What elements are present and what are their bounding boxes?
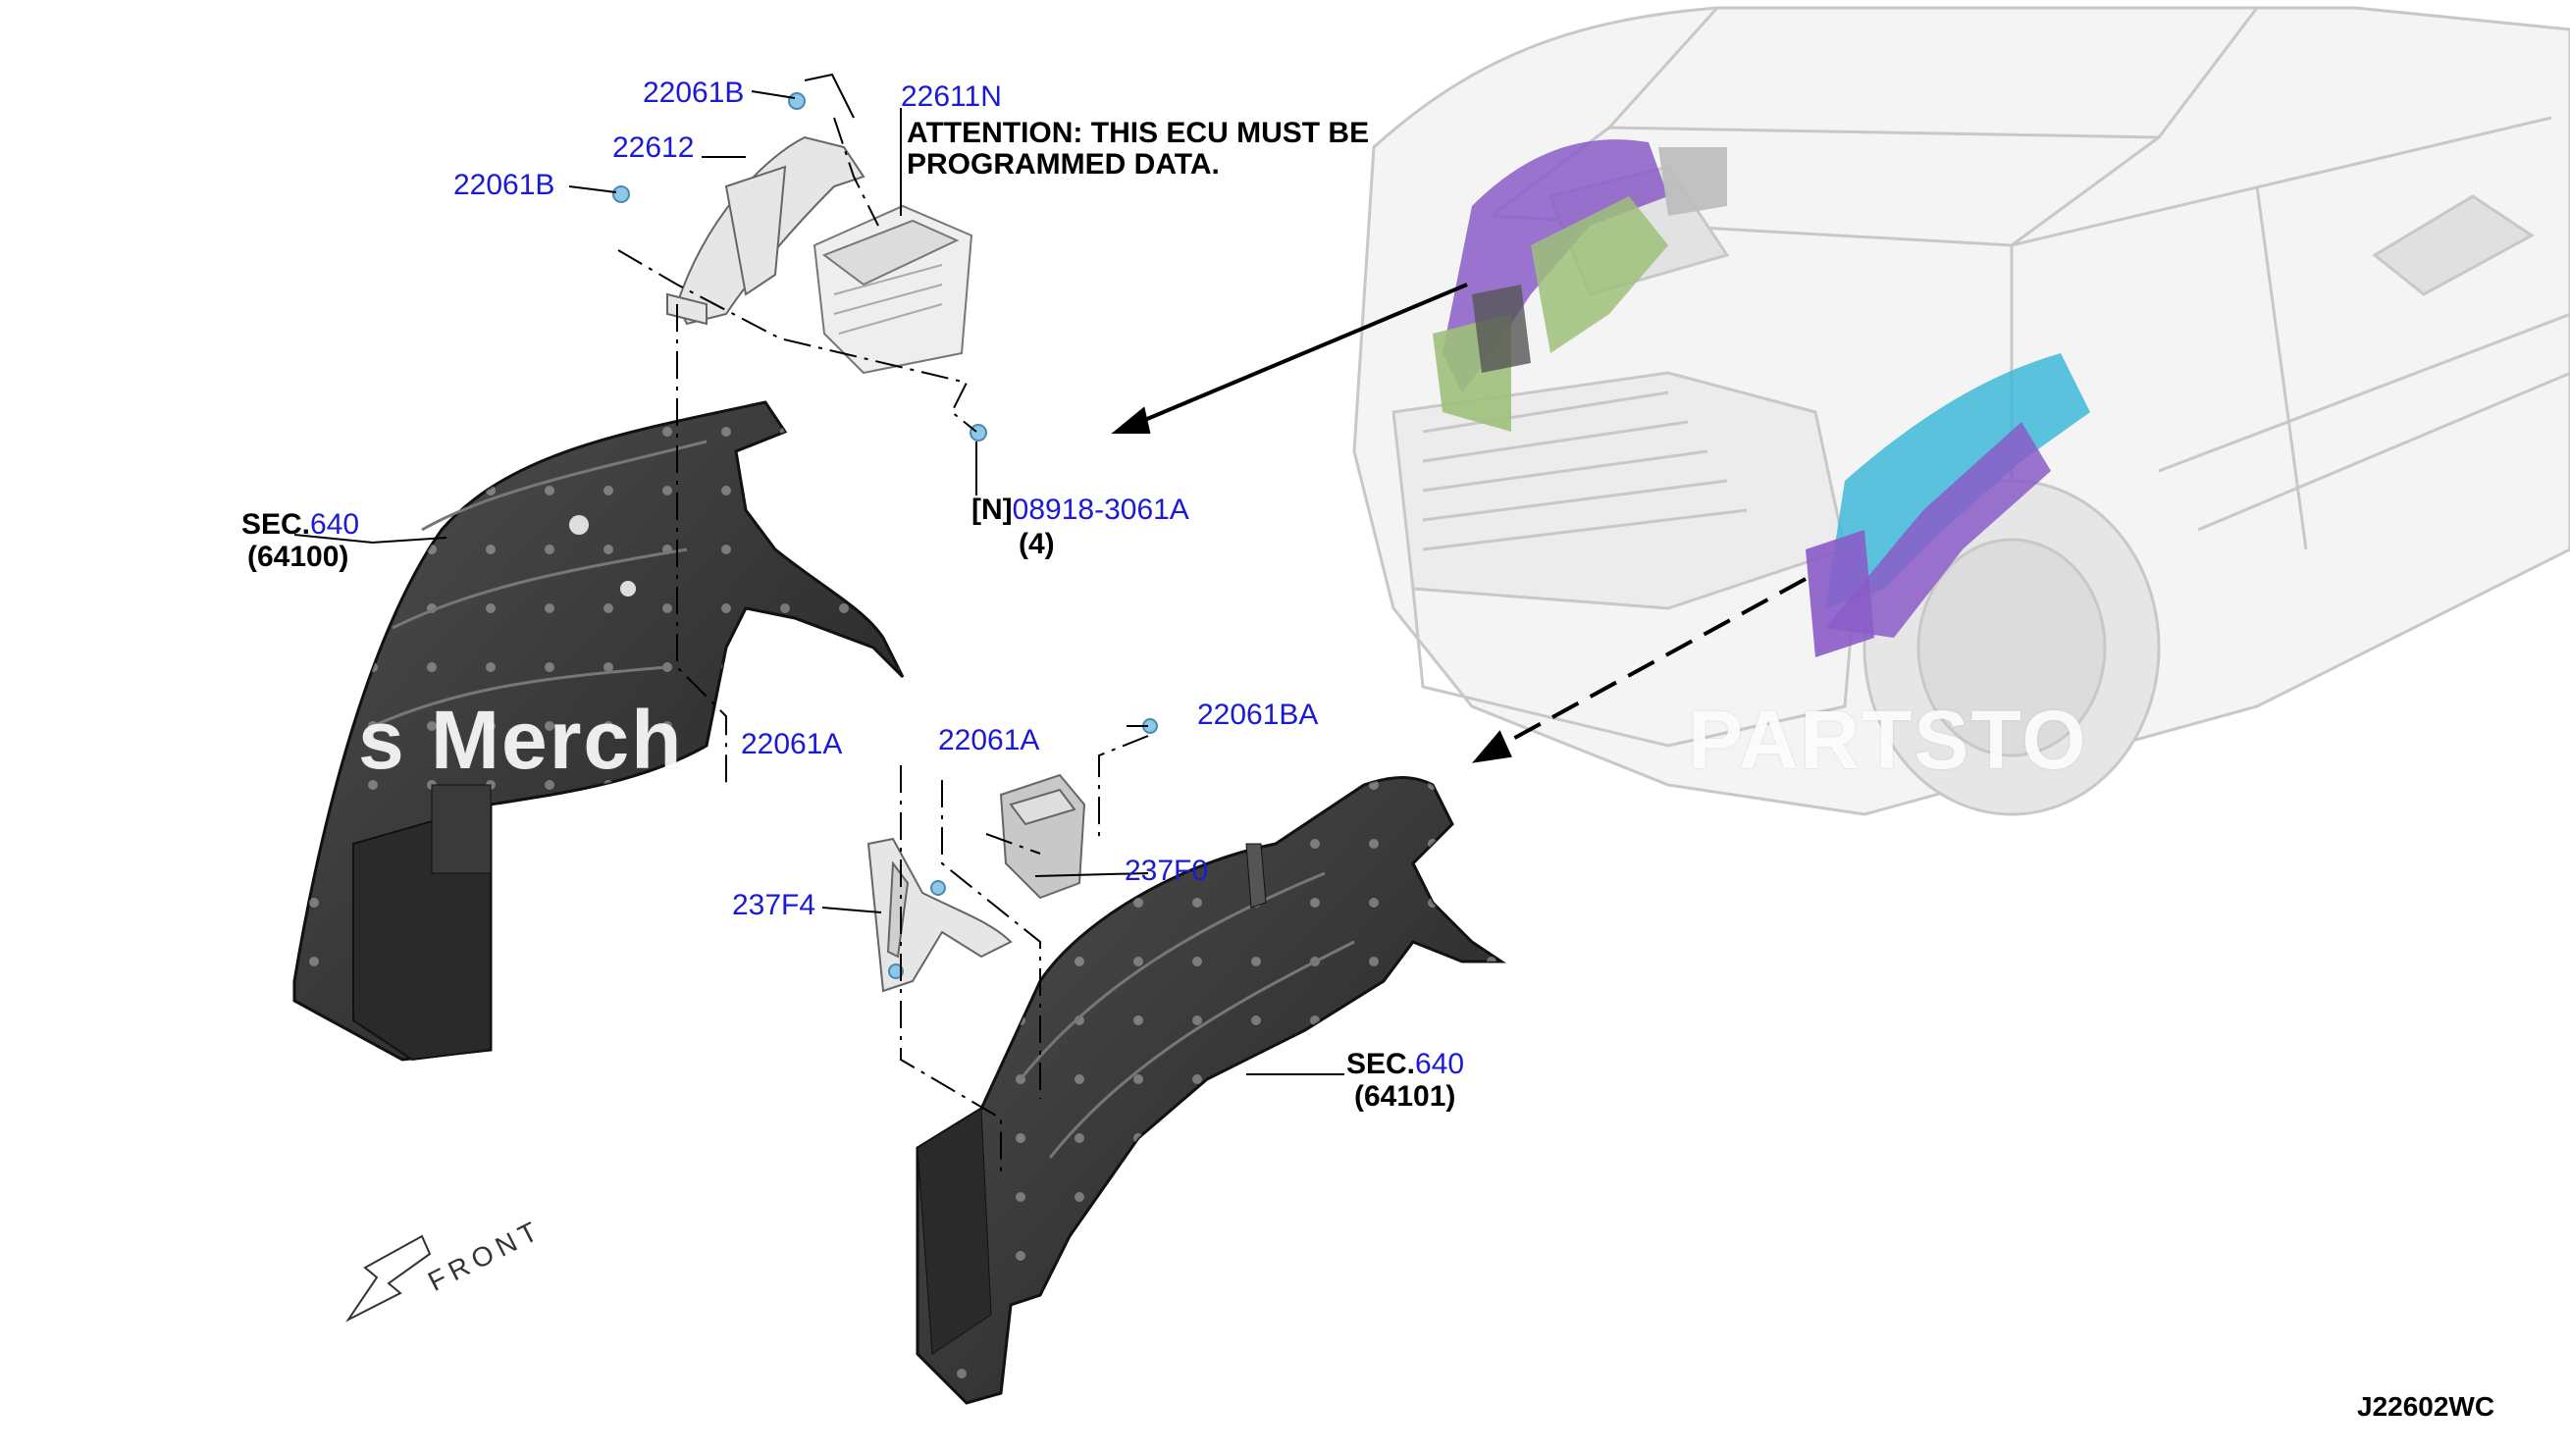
callout-arrow-lower	[1472, 577, 1807, 763]
sec-prefix-left: SEC.	[241, 508, 311, 541]
label-22061a-2: 22061A	[938, 724, 1040, 756]
diagram-code: J22602WC	[2357, 1391, 2495, 1422]
label-22612: 22612	[612, 131, 695, 164]
label-22061ba: 22061BA	[1197, 699, 1319, 731]
label-08918-number: 08918-3061A	[1012, 494, 1189, 526]
vehicle-highlight-right-apron	[1806, 353, 2090, 657]
label-237f0: 237F0	[1125, 855, 1209, 887]
label-237f4: 237F4	[732, 889, 816, 921]
fasteners-lower	[888, 718, 1158, 979]
dash-lines	[617, 117, 1149, 1177]
label-08918-3061a: [N]08918-3061A	[971, 495, 1189, 525]
label-sec-640-left: SEC.640	[241, 510, 359, 540]
watermark-left: s Merch	[358, 694, 684, 786]
attention-note: ATTENTION: THIS ECU MUST BE PROGRAMMED D…	[907, 118, 1369, 181]
label-22061b-left: 22061B	[453, 169, 555, 201]
bracket-237f4	[866, 837, 1013, 993]
front-direction-arrow	[345, 1234, 432, 1323]
label-64101: (64101)	[1354, 1080, 1456, 1113]
label-sec-640-right: SEC.640	[1346, 1050, 1464, 1079]
label-quantity-4: (4)	[1019, 528, 1055, 560]
sec-prefix-right: SEC.	[1346, 1048, 1416, 1080]
label-22611n: 22611N	[901, 80, 1002, 113]
watermark-right: PARTSTO	[1688, 694, 2088, 786]
sec-number-left: 640	[310, 508, 360, 541]
fasteners-upper	[612, 92, 987, 442]
sec-number-right: 640	[1415, 1048, 1465, 1080]
leader-lines	[293, 73, 1344, 1075]
label-64100: (64100)	[247, 541, 349, 573]
attention-line-1: ATTENTION: THIS ECU MUST BE	[907, 117, 1370, 149]
vehicle-highlight-left-apron	[1433, 139, 1727, 432]
label-n-prefix: [N]	[971, 494, 1013, 526]
ecu-22611n	[813, 204, 973, 375]
left-fender-apron	[292, 400, 905, 1062]
label-22061a-1: 22061A	[741, 728, 843, 760]
attention-line-2: PROGRAMMED DATA.	[907, 148, 1220, 181]
module-237f0	[999, 773, 1086, 900]
right-fender-apron	[916, 776, 1506, 1405]
callout-arrow-upper	[1111, 283, 1468, 434]
label-22061b-top: 22061B	[643, 77, 745, 109]
